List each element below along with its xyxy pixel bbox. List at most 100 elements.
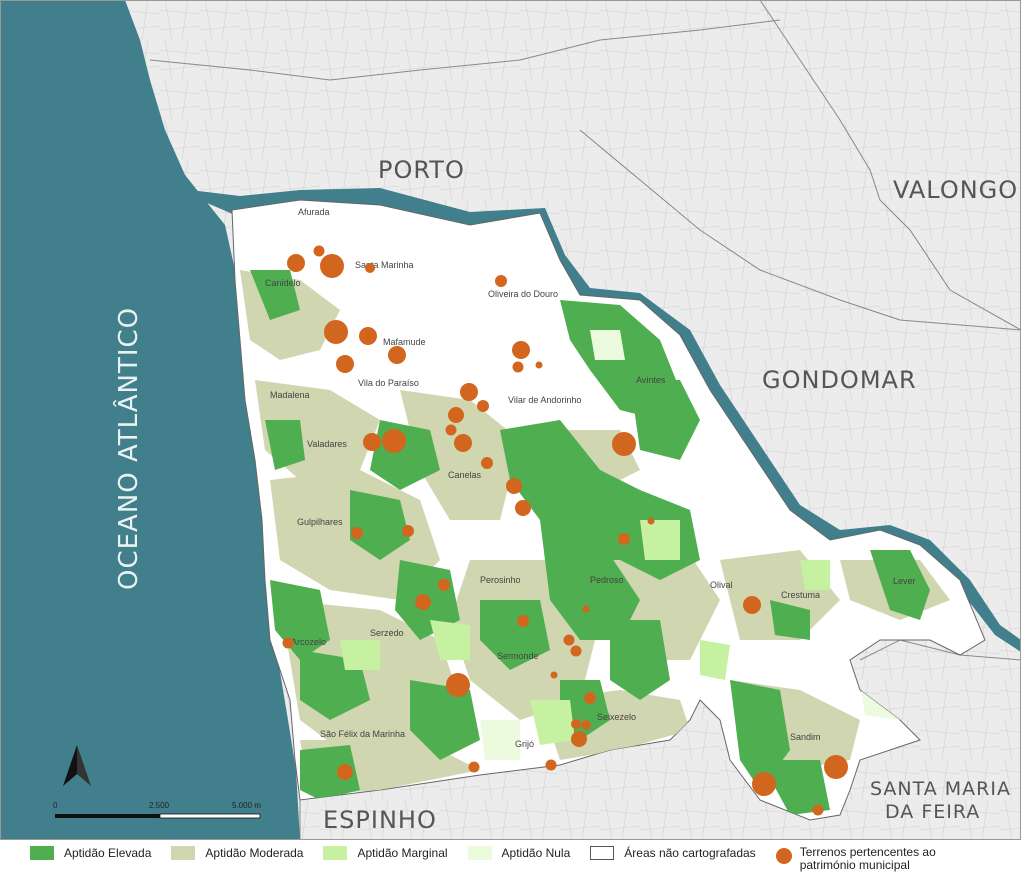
terreno-marker [582,605,590,613]
legend-label-terrenos: Terrenos pertencentes ao património muni… [800,846,936,872]
place-label: Valadares [307,439,347,449]
terreno-marker [584,692,596,704]
legend-item-terrenos: Terrenos pertencentes ao património muni… [775,846,936,872]
aptidao-elevada-areas [250,270,930,815]
place-label: Gulpilhares [297,517,343,527]
place-label: Vila do Paraíso [358,378,419,388]
terreno-marker [495,275,507,287]
legend-label-terrenos-line2: património municipal [799,858,910,872]
terreno-marker [336,355,354,373]
terreno-marker [454,434,472,452]
terreno-marker [545,759,557,771]
terreno-marker [388,346,406,364]
terreno-marker [570,645,582,657]
place-label: São Félix da Marinha [320,729,405,739]
legend-item-moderada: Aptidão Moderada [171,846,303,860]
legend-label-elevada: Aptidão Elevada [64,846,152,860]
place-labels: Afurada Santa Marinha Canidelo Oliveira … [265,207,916,749]
terreno-marker [563,634,575,646]
terreno-marker [535,361,543,369]
scale-start: 0 [53,801,58,810]
terreno-marker [382,429,406,453]
terreno-marker [517,615,529,627]
region-espinho: ESPINHO [323,806,437,834]
place-label: Arcozelo [291,637,326,647]
terreno-marker [363,433,381,451]
legend-swatch-nula [467,846,492,860]
terreno-marker [402,525,414,537]
terreno-marker [468,761,480,773]
terreno-marker [460,383,478,401]
terreno-marker [512,341,530,359]
terreno-marker [571,731,587,747]
terreno-marker [571,719,581,729]
place-label: Mafamude [383,337,426,347]
terreno-marker [743,596,761,614]
terreno-marker [515,500,531,516]
place-label: Lever [893,576,916,586]
terrenos-markers [282,245,848,816]
legend-swatch-nao-cartografadas [590,846,615,860]
legend-swatch-elevada [30,846,54,860]
terreno-marker [550,671,558,679]
place-label: Serzedo [370,628,404,638]
aptidao-marginal-areas [340,520,830,745]
region-porto: PORTO [378,156,465,184]
map: PORTO VALONGO GONDOMAR SANTA MARIA DA FE… [0,0,1021,840]
place-label: Seixezelo [597,712,636,722]
legend-swatch-moderada [171,846,196,860]
legend-label-moderada: Aptidão Moderada [205,846,304,860]
terreno-marker [618,533,630,545]
place-label: Sandim [790,732,821,742]
terreno-marker [365,263,375,273]
legend-label-terrenos-line1: Terrenos pertencentes ao [799,845,936,859]
place-label: Pedroso [590,575,624,585]
legend: Aptidão Elevada Aptidão Moderada Aptidão… [0,846,1021,884]
terreno-marker [445,424,457,436]
terreno-marker [812,804,824,816]
region-da-feira: DA FEIRA [885,801,980,823]
terreno-marker [287,254,305,272]
legend-swatch-marginal [323,846,348,860]
region-gondomar: GONDOMAR [762,366,917,394]
place-label: Santa Marinha [355,260,414,270]
terreno-marker [446,673,470,697]
terreno-marker [324,320,348,344]
region-santa-maria: SANTA MARIA [870,778,1011,800]
legend-label-nula: Aptidão Nula [501,846,571,860]
ocean-label: OCEANO ATLÂNTICO [112,307,144,590]
scale-mid: 2.500 [149,801,170,810]
place-label: Avintes [636,375,666,385]
place-label: Vilar de Andorinho [508,395,581,405]
region-valongo: VALONGO [893,176,1018,204]
north-arrow-icon [63,745,91,786]
terreno-marker [824,755,848,779]
place-label: Olival [710,580,733,590]
terreno-marker [415,594,431,610]
municipal-boundaries [149,0,1021,840]
ocean [0,0,300,840]
place-label: Grijó [515,739,534,749]
terreno-marker [448,407,464,423]
place-label: Canelas [448,470,482,480]
place-label: Canidelo [265,278,301,288]
place-label: Oliveira do Douro [488,289,558,299]
scale-bar: 0 2.500 5.000 m [53,801,261,819]
place-label: Afurada [298,207,330,217]
terreno-marker [477,400,489,412]
terreno-marker [337,764,353,780]
place-label: Crestuma [781,590,820,600]
place-label: Sermonde [497,651,539,661]
terreno-marker [438,579,450,591]
terreno-marker [581,720,591,730]
legend-swatch-terrenos [775,848,792,864]
scale-end: 5.000 m [232,801,261,810]
terreno-marker [351,527,363,539]
terreno-marker [359,327,377,345]
terreno-marker [320,254,344,278]
terreno-marker [313,245,325,257]
terreno-marker [612,432,636,456]
terreno-marker [481,457,493,469]
legend-item-elevada: Aptidão Elevada [30,846,151,860]
terreno-marker [282,637,294,649]
